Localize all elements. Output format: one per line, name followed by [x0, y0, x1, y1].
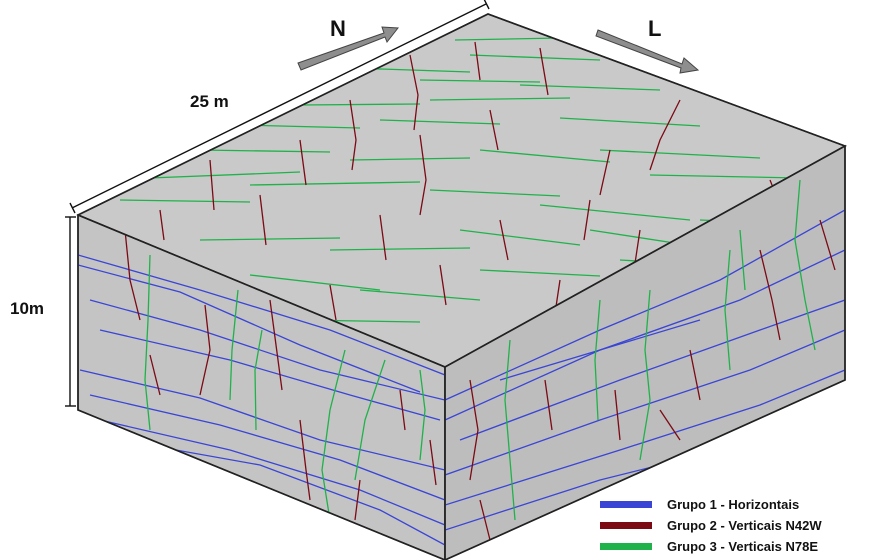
legend-item-group-1: Grupo 1 - Horizontais: [600, 494, 822, 515]
n78e-fractures-top: [119, 37, 821, 323]
top-face-fractures: [119, 37, 821, 323]
horizontal-fractures-front: [78, 254, 445, 546]
legend-swatch-group-2: [600, 522, 652, 529]
legend: Grupo 1 - Horizontais Grupo 2 - Verticai…: [600, 494, 822, 557]
legend-item-group-2: Grupo 2 - Verticais N42W: [600, 515, 822, 536]
n78e-fractures-front: [144, 254, 426, 521]
east-arrow-icon: [595, 29, 700, 74]
legend-swatch-group-3: [600, 543, 652, 550]
legend-label-group-1: Grupo 1 - Horizontais: [667, 497, 800, 512]
legend-label-group-3: Grupo 3 - Verticais N78E: [667, 539, 819, 554]
front-face-fractures: [78, 229, 445, 546]
north-arrow-icon: [297, 26, 399, 71]
legend-swatch-group-1: [600, 501, 652, 508]
east-label: L: [648, 16, 662, 41]
height-dimension: [65, 216, 76, 407]
legend-label-group-2: Grupo 2 - Verticais N42W: [667, 518, 822, 533]
height-label: 10m: [10, 299, 45, 318]
n42w-fractures-front: [124, 229, 437, 521]
n42w-fractures-right: [469, 219, 836, 541]
length-dimension: [69, 0, 490, 214]
length-label: 25 m: [190, 92, 229, 111]
legend-item-group-3: Grupo 3 - Verticais N78E: [600, 536, 822, 557]
n78e-fractures-right: [504, 179, 816, 521]
north-label: N: [330, 16, 346, 41]
block-edges: [77, 13, 847, 560]
